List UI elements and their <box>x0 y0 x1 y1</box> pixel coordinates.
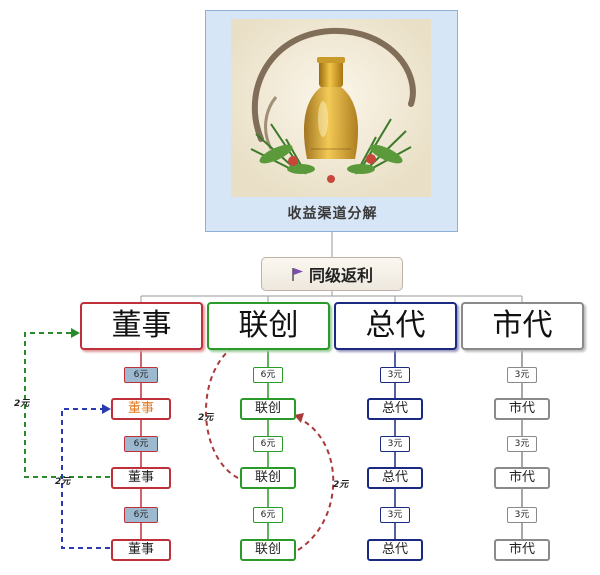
category-lianchuang[interactable]: 联创 <box>207 302 330 350</box>
category-shidai[interactable]: 市代 <box>461 302 584 350</box>
dongshi-inner-rebate-label: 2元 <box>55 477 71 487</box>
dongshi-chip-3: 6元 <box>124 507 158 523</box>
lianchuang-member-3[interactable]: 联创 <box>240 539 296 561</box>
lianchuang-right-rebate-label: 2元 <box>333 480 349 490</box>
lianchuang-member-2[interactable]: 联创 <box>240 467 296 489</box>
dongshi-member-1[interactable]: 董事 <box>111 398 171 420</box>
shidai-member-1[interactable]: 市代 <box>494 398 550 420</box>
lianchuang-chip-1: 6元 <box>253 367 283 383</box>
zongdai-member-2[interactable]: 总代 <box>367 467 423 489</box>
dongshi-chip-2: 6元 <box>124 436 158 452</box>
category-dongshi[interactable]: 董事 <box>80 302 203 350</box>
dongshi-outer-rebate-arrow <box>24 332 110 478</box>
lianchuang-chip-3: 6元 <box>253 507 283 523</box>
root-label: 同级返利 <box>308 266 373 285</box>
shidai-chip-2: 3元 <box>507 436 537 452</box>
dongshi-outer-rebate-label: 2元 <box>14 399 30 409</box>
zongdai-chip-2: 3元 <box>380 436 410 452</box>
lianchuang-right-rebate-arrow <box>297 417 335 551</box>
shidai-member-2[interactable]: 市代 <box>494 467 550 489</box>
zongdai-chip-3: 3元 <box>380 507 410 523</box>
root-node[interactable]: 同级返利 <box>261 257 403 291</box>
lianchuang-chip-2: 6元 <box>253 436 283 452</box>
header-title: 收益渠道分解 <box>287 206 378 222</box>
zongdai-member-1[interactable]: 总代 <box>367 398 423 420</box>
category-zongdai[interactable]: 总代 <box>334 302 457 350</box>
dongshi-member-2[interactable]: 董事 <box>111 467 171 489</box>
dongshi-member-3[interactable]: 董事 <box>111 539 171 561</box>
lianchuang-left-rebate-label: 2元 <box>198 413 214 423</box>
shidai-member-3[interactable]: 市代 <box>494 539 550 561</box>
purple-flag-icon <box>292 267 303 281</box>
zongdai-chip-1: 3元 <box>380 367 410 383</box>
header-image-card: 收益渠道分解 <box>205 10 458 232</box>
dongshi-chip-1: 6元 <box>124 367 158 383</box>
shidai-chip-1: 3元 <box>507 367 537 383</box>
lianchuang-member-1[interactable]: 联创 <box>240 398 296 420</box>
shidai-chip-3: 3元 <box>507 507 537 523</box>
zongdai-member-3[interactable]: 总代 <box>367 539 423 561</box>
gold-bottle-illustration-icon <box>231 19 431 197</box>
